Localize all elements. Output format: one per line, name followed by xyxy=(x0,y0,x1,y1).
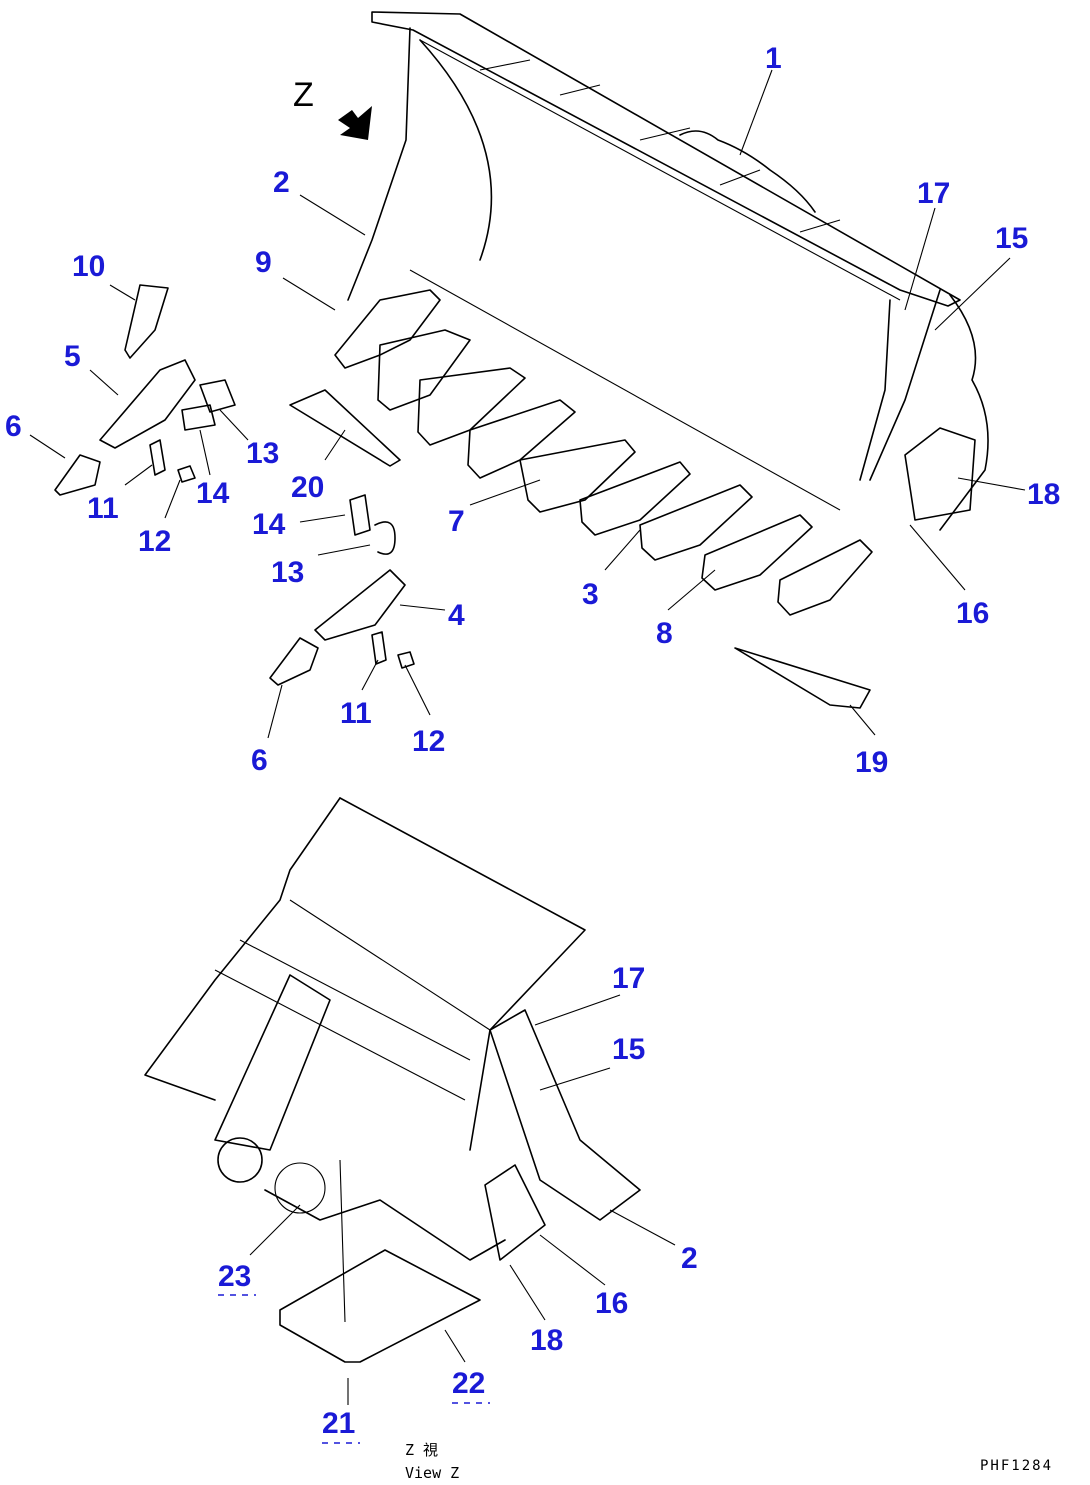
callout-9: 9 xyxy=(255,246,272,279)
callout-14: 14 xyxy=(252,508,286,541)
callout-5: 5 xyxy=(64,340,81,373)
callout-18: 18 xyxy=(1027,478,1060,511)
edge-cutter-20 xyxy=(289,389,401,467)
part-callouts: 1 2 9 10 5 6 11 12 14 13 20 14 13 7 3 8 … xyxy=(5,42,1060,1444)
callout-20: 20 xyxy=(291,471,324,504)
bucket-view-z-drawing xyxy=(144,797,641,1363)
callout-8: 8 xyxy=(656,617,673,650)
callout-21: 21 xyxy=(322,1407,355,1440)
exploded-tooth-parts xyxy=(54,106,415,686)
bucket-assembly-drawing xyxy=(289,11,989,709)
callout-15: 15 xyxy=(612,1033,645,1066)
edge-cutter-19 xyxy=(734,647,871,709)
callout-15: 15 xyxy=(995,222,1028,255)
view-z-arrow-icon xyxy=(338,106,372,140)
callout-11: 11 xyxy=(87,492,119,525)
callout-3: 3 xyxy=(582,578,599,611)
callout-19: 19 xyxy=(855,746,888,779)
callout-4: 4 xyxy=(448,599,465,632)
callout-13: 13 xyxy=(271,556,304,589)
callout-11: 11 xyxy=(340,697,372,730)
callout-22: 22 xyxy=(452,1367,485,1400)
callout-7: 7 xyxy=(448,505,465,538)
callout-18: 18 xyxy=(530,1324,563,1357)
callout-2: 2 xyxy=(681,1242,698,1275)
callout-12: 12 xyxy=(138,525,171,558)
leader-lines xyxy=(29,69,1026,1405)
callout-13: 13 xyxy=(246,437,279,470)
callout-6: 6 xyxy=(251,744,268,777)
callout-17: 17 xyxy=(612,962,645,995)
view-caption-line2: View Z xyxy=(405,1464,459,1482)
view-caption-line1: Z 視 xyxy=(405,1441,438,1459)
callout-16: 16 xyxy=(595,1287,628,1320)
callout-10: 10 xyxy=(72,250,105,283)
callout-17: 17 xyxy=(917,177,950,210)
bucket-teeth-row xyxy=(334,289,873,616)
callout-16: 16 xyxy=(956,597,989,630)
drawing-code: PHF1284 xyxy=(980,1458,1053,1474)
callout-2: 2 xyxy=(273,166,290,199)
callout-12: 12 xyxy=(412,725,445,758)
callout-1: 1 xyxy=(765,42,782,75)
callout-6: 6 xyxy=(5,410,22,443)
callout-14: 14 xyxy=(196,477,230,510)
callout-23: 23 xyxy=(218,1260,251,1293)
view-marker-z: Z xyxy=(293,76,314,114)
